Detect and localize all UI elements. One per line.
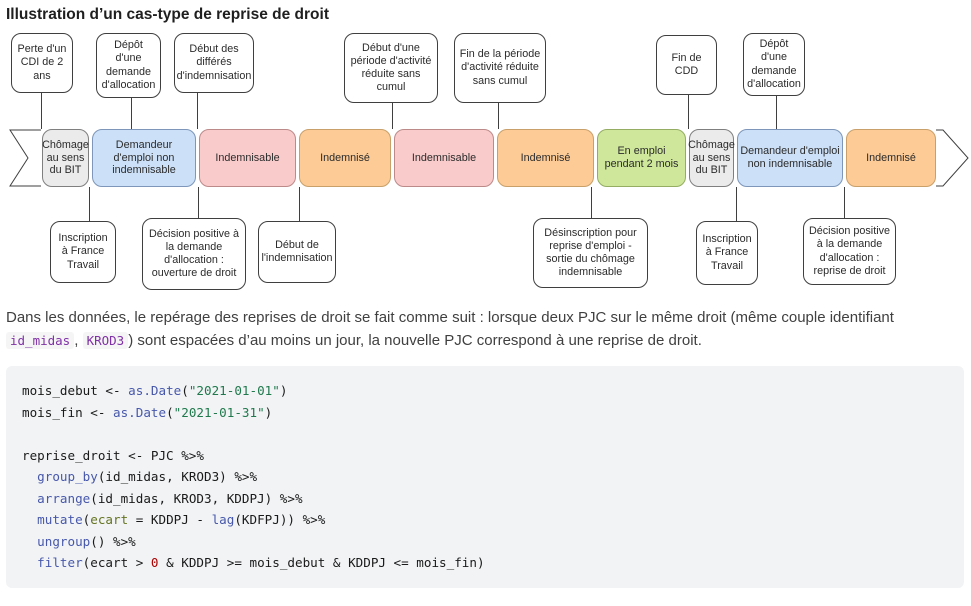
- connector-line: [131, 98, 132, 129]
- timeline-segment: Indemnisable: [199, 129, 296, 187]
- event-box-bottom: Inscription à France Travail: [696, 221, 758, 285]
- timeline-segment: En emploi pendant 2 mois: [597, 129, 686, 187]
- event-box-bottom: Inscription à France Travail: [50, 221, 116, 283]
- timeline-segment: Demandeur d'emploi non indemnisable: [737, 129, 843, 187]
- event-box-top: Dépôt d'une demande d'allocation: [743, 33, 805, 96]
- event-box-bottom: Désinscription pour reprise d'emploi - s…: [533, 218, 648, 288]
- connector-line: [776, 96, 777, 129]
- timeline-segment: Indemnisé: [846, 129, 936, 187]
- code-content: mois_debut <- as.Date("2021-01-01") mois…: [22, 383, 485, 570]
- document-page: Illustration d’un cas-type de reprise de…: [6, 6, 971, 588]
- inline-code-krod3: KROD3: [82, 332, 129, 349]
- timeline-segment: Indemnisé: [299, 129, 391, 187]
- event-box-top: Perte d'un CDI de 2 ans: [11, 33, 73, 93]
- connector-line: [198, 187, 199, 218]
- code-block: mois_debut <- as.Date("2021-01-01") mois…: [6, 366, 964, 588]
- page-title: Illustration d’un cas-type de reprise de…: [6, 6, 329, 23]
- body-paragraph: Dans les données, le repérage des repris…: [6, 306, 964, 352]
- paragraph-text: ) sont espacées d’au moins un jour, la n…: [128, 332, 702, 349]
- strip-end-arrowhead: [936, 129, 969, 187]
- connector-line: [498, 103, 499, 129]
- timeline-segment: Demandeur d'emploi non indemnisable: [92, 129, 196, 187]
- paragraph-text: ,: [74, 332, 83, 349]
- timeline-diagram: Perte d'un CDI de 2 ans Dépôt d'une dema…: [6, 28, 971, 294]
- event-box-top: Début d'une période d'activité réduite s…: [344, 33, 438, 103]
- event-box-top: Début des différés d'indemnisation: [174, 33, 254, 93]
- connector-line: [392, 103, 393, 129]
- event-box-bottom: Début de l'indemnisation: [258, 221, 336, 283]
- connector-line: [688, 95, 689, 129]
- connector-line: [591, 187, 592, 218]
- timeline-strip: Chômage au sens du BIT Demandeur d'emplo…: [6, 129, 971, 187]
- event-box-top: Fin de CDD: [656, 35, 717, 95]
- event-box-bottom: Décision positive à la demande d'allocat…: [142, 218, 246, 290]
- paragraph-text: Dans les données, le repérage des repris…: [6, 309, 894, 326]
- strip-start-chevron: [9, 129, 41, 187]
- event-box-top: Fin de la période d'activité réduite san…: [454, 33, 546, 103]
- inline-code-id-midas: id_midas: [6, 332, 75, 349]
- timeline-segment: Indemnisable: [394, 129, 494, 187]
- timeline-segment: Chômage au sens du BIT: [42, 129, 89, 187]
- connector-line: [89, 187, 90, 221]
- connector-line: [736, 187, 737, 221]
- timeline-segment: Chômage au sens du BIT: [688, 129, 735, 187]
- event-box-bottom: Décision positive à la demande d'allocat…: [803, 218, 896, 285]
- connector-line: [197, 93, 198, 129]
- connector-line: [41, 93, 42, 129]
- timeline-segment: Indemnisé: [497, 129, 594, 187]
- event-box-top: Dépôt d'une demande d'allocation: [96, 33, 161, 98]
- connector-line: [299, 187, 300, 221]
- connector-line: [844, 187, 845, 218]
